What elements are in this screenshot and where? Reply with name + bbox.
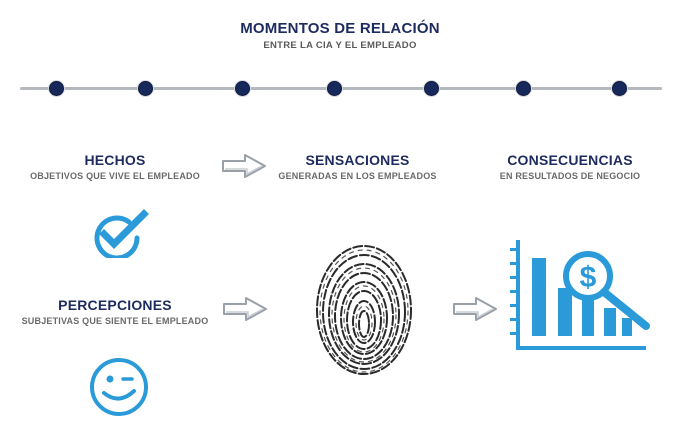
check-circle-icon xyxy=(86,208,152,258)
timeline-dot xyxy=(137,81,153,96)
wink-smile-icon xyxy=(87,355,151,419)
outline-arrow-icon xyxy=(452,296,498,322)
timeline-dot xyxy=(48,81,64,96)
timeline-dot xyxy=(611,81,627,96)
timeline-dot xyxy=(423,81,439,96)
hechos-title: HECHOS xyxy=(84,152,146,168)
timeline-dot xyxy=(234,81,250,96)
outline-arrow-icon xyxy=(221,153,267,179)
sensaciones-title: SENSACIONES xyxy=(305,152,410,168)
svg-text:$: $ xyxy=(580,261,597,294)
timeline-dot xyxy=(515,81,531,96)
timeline-dot xyxy=(326,81,342,96)
diagram-subtitle: ENTRE LA CIA Y EL EMPLEADO xyxy=(263,40,417,51)
sensaciones-subtitle: GENERADAS EN LOS EMPLEADOS xyxy=(278,171,437,181)
percepciones-subtitle: SUBJETIVAS QUE SIENTE EL EMPLEADO xyxy=(21,316,209,326)
consecuencias-title: CONSECUENCIAS xyxy=(507,152,633,168)
timeline xyxy=(20,78,662,98)
bar-chart-dollar-magnifier-icon: $ xyxy=(508,234,658,356)
outline-arrow-icon xyxy=(222,296,268,322)
consecuencias-subtitle: EN RESULTADOS DE NEGOCIO xyxy=(499,171,641,181)
percepciones-title: PERCEPCIONES xyxy=(58,297,172,313)
diagram-title: MOMENTOS DE RELACIÓN xyxy=(240,20,440,37)
hechos-subtitle: OBJETIVOS QUE VIVE EL EMPLEADO xyxy=(30,171,200,181)
fingerprint-icon xyxy=(312,238,416,378)
